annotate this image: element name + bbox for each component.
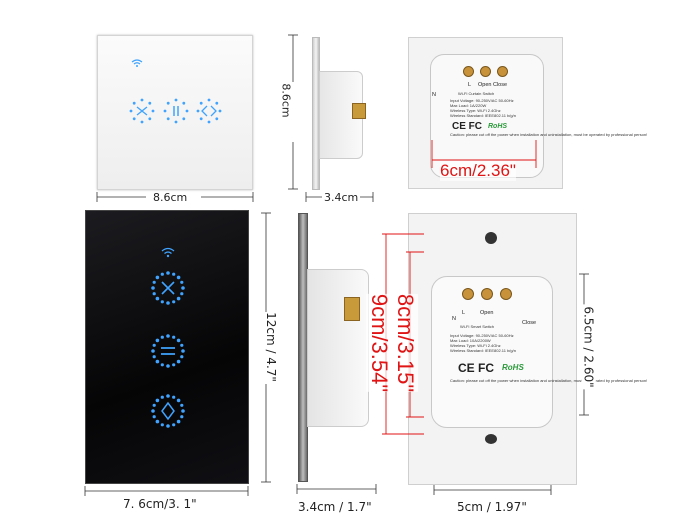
front-panel-black [85, 210, 249, 484]
spec-line: Wireless Standard: IEEE802.11 b/g/n [450, 113, 516, 118]
front-panel-white [97, 35, 253, 190]
wifi-icon [131, 59, 143, 67]
bottom-back-box-width-label: 5cm / 1.97" [457, 500, 527, 514]
bottom-back-height-label-2: 8cm/3.15" [392, 293, 419, 393]
pause-touch-button[interactable] [163, 98, 189, 124]
close-touch-button[interactable] [196, 98, 222, 124]
mount-slot-top [485, 232, 497, 244]
pause-touch-button[interactable] [151, 334, 185, 368]
open-touch-button[interactable] [151, 271, 185, 305]
top-back-red-dimension [431, 140, 537, 168]
back-title: Wi-Fi Smart Switch [460, 324, 494, 329]
terminal-close: Close [522, 320, 536, 326]
back-box-bottom [431, 276, 553, 428]
wifi-icon [161, 247, 175, 258]
spec-line: Input Voltage: 90-250V/AC 50-60Hz [450, 98, 514, 103]
bottom-front-width-dimension-line [84, 486, 249, 496]
bottom-side-depth-label: 3.4cm / 1.7" [298, 500, 372, 514]
bottom-front-height-label: 12cm / 4.7" [263, 312, 278, 382]
back-label-top: N L Open Close Wi-Fi Curtain Switch Inpu… [432, 82, 647, 137]
spec-line: Input Voltage: 90-250V/AC 50-60Hz [450, 333, 514, 338]
spec-line: Wireless Standard: IEEE802.11 b/g/n [450, 348, 516, 353]
bottom-back-box-width-dimension-line [433, 485, 552, 495]
terminal-open: Open [480, 310, 493, 316]
spec-line: Max Load: 10A/2200W [450, 338, 491, 343]
bottom-back-box-height-label: 6.5cm / 2.60" [581, 304, 596, 390]
top-front-height-dimension-line [288, 34, 298, 190]
terminal-l: L [462, 310, 465, 316]
caution-text: Caution: please cut off the power when i… [450, 132, 647, 137]
spec-line: Wireless Type: Wi-Fi 2.4Ghz [450, 343, 501, 348]
top-front-width-dimension-line [96, 192, 254, 202]
terminal-l: L [468, 82, 471, 88]
side-view-top [312, 37, 372, 190]
bottom-side-depth-dimension-line [296, 484, 377, 494]
ce-fc-mark: CE FC [452, 121, 482, 132]
top-side-depth-label: 3.4cm [322, 191, 361, 204]
ce-fc-mark: CE FC [458, 361, 494, 375]
terminal-n: N [432, 92, 436, 98]
spec-line: Wireless Type: Wi-Fi 2.4Ghz [450, 108, 501, 113]
terminal-open-close: Open Close [478, 82, 507, 88]
open-touch-button[interactable] [129, 98, 155, 124]
bottom-front-width-label: 7. 6cm/3. 1" [123, 497, 197, 511]
close-touch-button[interactable] [151, 394, 185, 428]
caution-text: Caution: please cut off the power when i… [450, 378, 647, 383]
rohs-mark: RoHS [488, 123, 507, 130]
top-front-width-label: 8.6cm [153, 191, 188, 204]
top-back-box-label: 6cm/2.36" [440, 161, 516, 181]
rohs-mark: RoHS [502, 363, 524, 372]
spec-line: Max Load: 1A/220W [450, 103, 486, 108]
side-view-bottom [298, 213, 372, 482]
top-front-height-label: 8.6cm [279, 83, 293, 118]
back-label-bottom: N L Open Close Wi-Fi Smart Switch Input … [450, 310, 647, 383]
mount-slot-bottom [485, 434, 497, 444]
bottom-back-height-label-1: 9cm/3.54" [366, 293, 393, 393]
terminal-n: N [452, 316, 456, 322]
bottom-front-height-dimension-line [261, 212, 271, 483]
back-panel-bottom [408, 213, 577, 485]
back-title: Wi-Fi Curtain Switch [458, 91, 494, 96]
